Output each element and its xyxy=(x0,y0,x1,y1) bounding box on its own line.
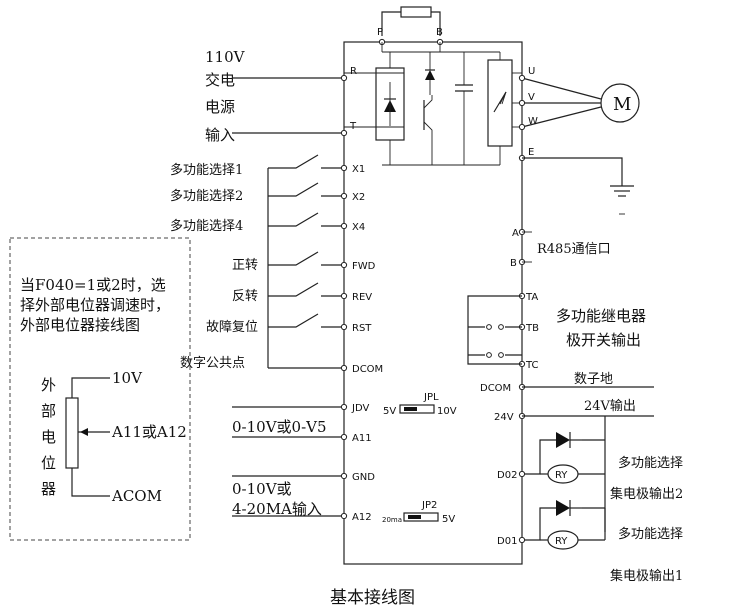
input-label-fwd: 正转 xyxy=(232,258,258,273)
power-label-line2: 电源 xyxy=(205,98,235,116)
r485-label: R485通信口 xyxy=(537,242,611,257)
terminal-v-label: V xyxy=(528,92,535,103)
power-label-line1: 交电 xyxy=(205,71,235,89)
a11-range-label: 0-10V或0-V5 xyxy=(232,418,327,436)
terminal-x2-label: X2 xyxy=(352,192,365,203)
note-line-2: 择外部电位器调速时， xyxy=(20,296,170,314)
terminal-gnd-label: GND xyxy=(352,472,375,483)
potentiometer-icon xyxy=(65,397,79,469)
input-label-common: 数字公共点 xyxy=(180,356,245,371)
a12-range-label-2: 4-20MA输入 xyxy=(232,500,322,518)
jumper2-icon xyxy=(403,512,439,522)
input-label-sel1: 多功能选择1 xyxy=(170,162,243,178)
relay-loop xyxy=(467,295,522,365)
power-label-line3: 输入 xyxy=(205,126,235,144)
terminal-jdv-label: JDV xyxy=(351,403,369,414)
power-voltage-label: 110V xyxy=(205,48,246,66)
terminal-u-label: U xyxy=(528,66,535,77)
diagram-caption: 基本接线图 xyxy=(330,588,415,608)
terminal-tb-label: TB xyxy=(525,323,539,334)
terminal-fwd-label: FWD xyxy=(352,261,376,272)
terminal-d02-label: D02 xyxy=(497,470,517,481)
terminal-b-top-label: B xyxy=(436,27,443,38)
input-label-rev: 反转 xyxy=(232,289,258,304)
output2-ry-label: RY xyxy=(555,470,568,481)
digital-ground-label: 数子地 xyxy=(574,372,613,387)
jumper2-name: JP2 xyxy=(421,500,437,511)
output1-diode-icon xyxy=(556,500,570,516)
relay-label-2: 极开关输出 xyxy=(566,331,641,349)
note-vertical-4: 位 xyxy=(41,454,56,472)
output1-label-2: 集电极输出1 xyxy=(610,568,683,584)
terminal-a12-label: A12 xyxy=(352,512,372,523)
note-vertical-2: 部 xyxy=(41,402,56,420)
note-vertical-1: 外 xyxy=(41,376,56,394)
input-label-sel2: 多功能选择2 xyxy=(170,188,243,204)
terminal-24v-label: 24V xyxy=(494,412,514,423)
output1-ry-label: RY xyxy=(555,536,568,547)
terminal-p-label: P xyxy=(377,27,383,38)
output1-label-1: 多功能选择 xyxy=(618,526,683,542)
note-vertical-3: 电 xyxy=(41,428,56,446)
terminal-x1-label: X1 xyxy=(352,164,365,175)
terminal-r-label: R xyxy=(350,66,357,77)
terminal-ta-label: TA xyxy=(525,292,538,303)
terminal-dcom-right-label: DCOM xyxy=(480,383,511,394)
terminal-b-label: B xyxy=(510,258,517,269)
jumper1-icon xyxy=(399,404,435,414)
potentiometer-note-box xyxy=(9,237,191,541)
jumper1-left-label: 5V xyxy=(383,406,396,417)
note-line-1: 当F040=1或2时，选 xyxy=(20,276,166,294)
note-vertical-5: 器 xyxy=(41,480,56,498)
jumper2-left-label: 20ma xyxy=(382,516,402,524)
pot-acom-label: ACOM xyxy=(111,487,162,505)
relay-label-1: 多功能继电器 xyxy=(556,307,646,325)
output2-label-2: 集电极输出2 xyxy=(610,486,683,502)
terminal-w-label: W xyxy=(528,116,538,127)
input-label-reset: 故障复位 xyxy=(206,320,258,335)
inverter-box xyxy=(343,41,523,565)
terminal-rst-label: RST xyxy=(352,323,372,334)
input-label-sel4: 多功能选择4 xyxy=(170,218,243,234)
terminal-e-label: E xyxy=(528,147,534,158)
v24-output-label: 24V输出 xyxy=(584,398,636,414)
terminal-x4-label: X4 xyxy=(352,222,365,233)
terminal-tc-label: TC xyxy=(525,360,539,371)
pot-10v-label: 10V xyxy=(112,369,143,387)
terminal-a11-label: A11 xyxy=(352,433,372,444)
terminal-d01-label: D01 xyxy=(497,536,517,547)
pot-a11-a12-label: A11或A12 xyxy=(111,423,187,441)
output2-label-1: 多功能选择 xyxy=(618,455,683,471)
output2-diode-icon xyxy=(556,432,570,448)
jumper1-right-label: 10V xyxy=(437,406,457,417)
note-line-3: 外部电位器接线图 xyxy=(20,316,140,334)
terminal-a-label: A xyxy=(512,228,519,239)
a12-range-label-1: 0-10V或 xyxy=(232,480,292,498)
motor-label: M xyxy=(613,94,631,115)
jumper2-right-label: 5V xyxy=(442,514,455,525)
braking-diode-icon xyxy=(425,70,435,80)
terminal-t-label: T xyxy=(349,121,357,132)
terminal-dcom-left-label: DCOM xyxy=(352,364,383,375)
braking-resistor xyxy=(400,6,432,18)
jumper1-name: JPL xyxy=(423,392,439,403)
terminal-rev-label: REV xyxy=(352,292,372,303)
